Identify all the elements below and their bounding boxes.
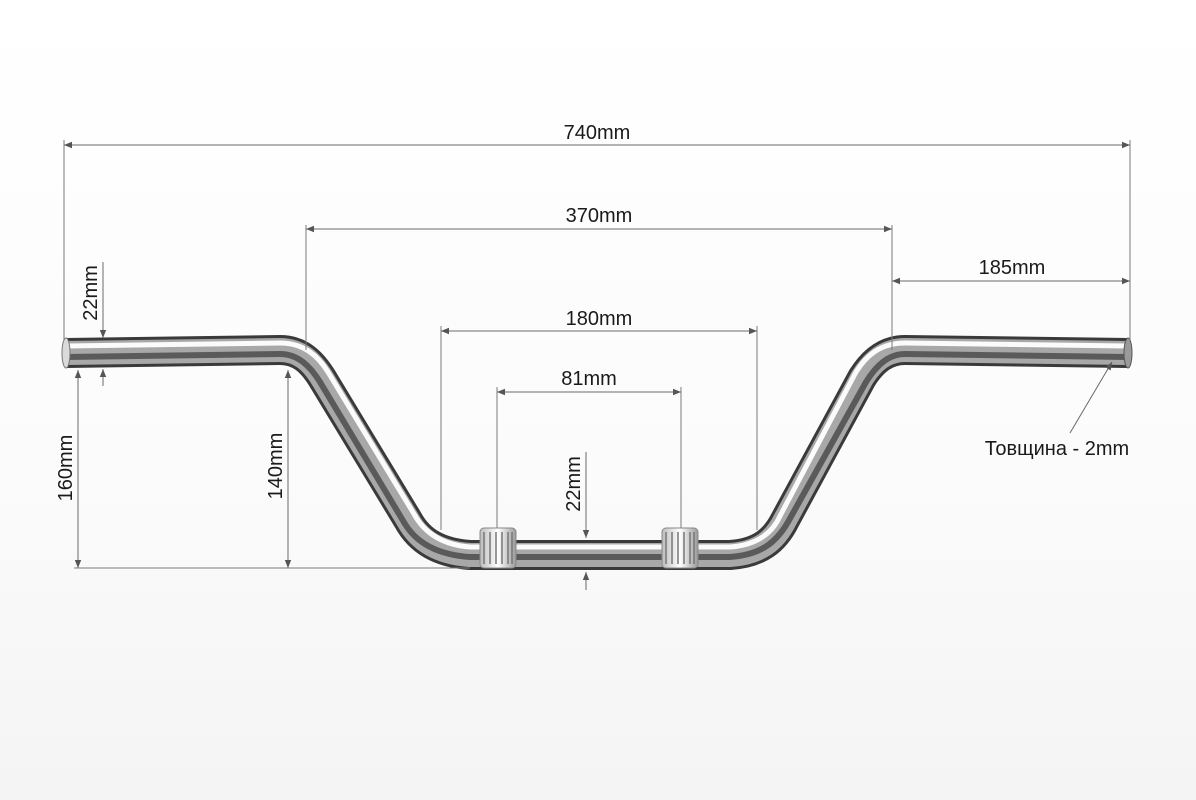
label-140: 140mm	[265, 433, 287, 500]
dimension-lines	[63, 140, 1131, 590]
handlebar	[61, 335, 1133, 570]
label-22-center: 22mm	[563, 456, 585, 512]
label-thickness: Товщина - 2mm	[985, 438, 1129, 460]
label-740: 740mm	[564, 122, 631, 144]
label-185: 185mm	[979, 257, 1046, 279]
knurl-left	[479, 527, 517, 569]
label-160: 160mm	[55, 435, 77, 502]
knurl-right	[661, 527, 699, 569]
label-370: 370mm	[566, 205, 633, 227]
left-end-cap	[61, 337, 71, 369]
thickness-leader	[1069, 361, 1113, 434]
label-81: 81mm	[561, 368, 617, 390]
handlebar-reflection-dark	[65, 351, 1129, 560]
handlebar-highlight	[65, 340, 1129, 550]
right-end-cap	[1123, 337, 1133, 369]
dimension-labels: 740mm 370mm 185mm 180mm 81mm 22mm 160mm …	[55, 122, 1129, 512]
label-22-end: 22mm	[80, 265, 102, 321]
label-180: 180mm	[566, 308, 633, 330]
